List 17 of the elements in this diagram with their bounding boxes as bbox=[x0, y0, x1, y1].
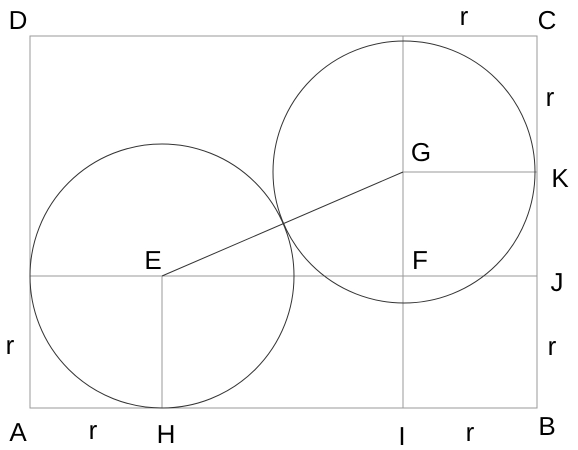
point-label: A bbox=[9, 419, 27, 445]
point-label: J bbox=[550, 269, 564, 295]
point-label: r bbox=[466, 419, 474, 445]
point-label: E bbox=[144, 247, 162, 273]
point-label: F bbox=[412, 247, 428, 273]
point-label: H bbox=[156, 421, 176, 447]
point-label: I bbox=[398, 423, 406, 449]
point-label: C bbox=[538, 7, 556, 33]
point-label: D bbox=[8, 7, 28, 33]
point-label: r bbox=[548, 333, 556, 359]
point-label: r bbox=[6, 332, 14, 358]
point-label: G bbox=[410, 139, 432, 165]
point-label: K bbox=[551, 165, 569, 191]
point-label: B bbox=[538, 413, 556, 439]
point-label: r bbox=[460, 3, 468, 29]
point-label: r bbox=[88, 417, 98, 443]
point-label: r bbox=[546, 84, 554, 110]
